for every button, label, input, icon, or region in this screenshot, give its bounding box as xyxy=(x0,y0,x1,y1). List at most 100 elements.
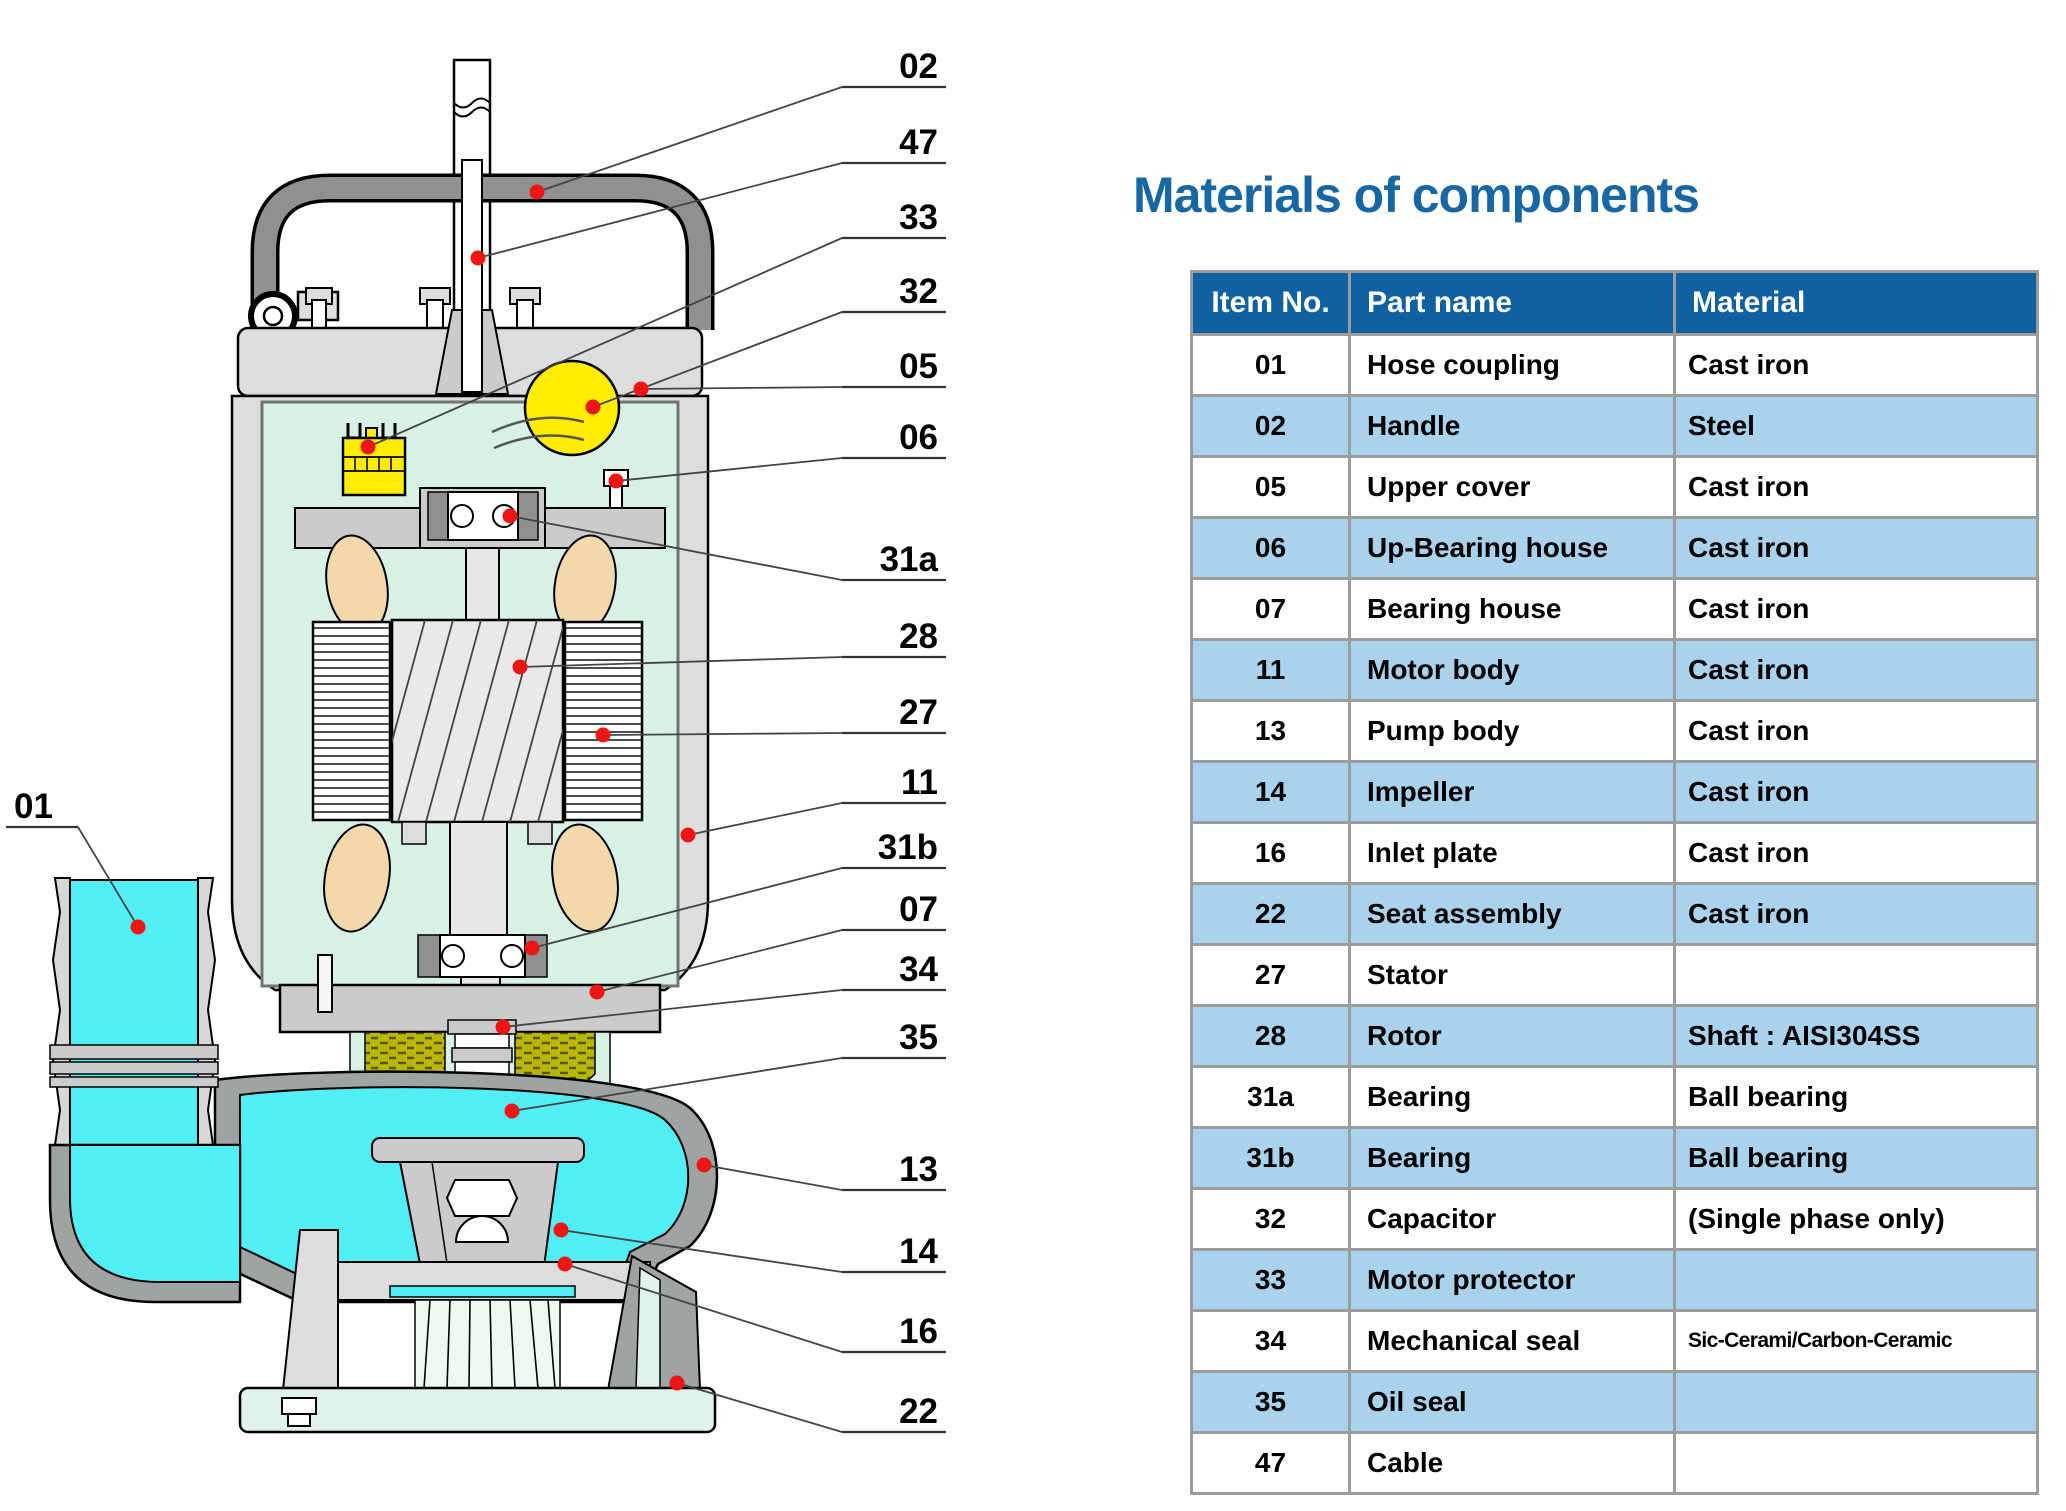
hose-coupling-shape xyxy=(48,877,242,1304)
callout-dot xyxy=(502,508,518,524)
callout-leader-line xyxy=(77,826,139,928)
callout-31a: 31a xyxy=(502,508,946,582)
cell-part: Hose coupling xyxy=(1348,333,1676,397)
cell-part: Motor protector xyxy=(1348,1248,1676,1312)
cell-part: Upper cover xyxy=(1348,455,1676,519)
cell-material: Ball bearing xyxy=(1673,1065,2039,1129)
callout-31b: 31b xyxy=(524,828,946,956)
cell-part: Rotor xyxy=(1348,1004,1676,1068)
cell-item: 01 xyxy=(1190,333,1351,397)
callout-01: 01 xyxy=(6,787,146,935)
strainer-shape xyxy=(414,1299,561,1389)
cell-item: 11 xyxy=(1190,638,1351,702)
callout-leader-line xyxy=(519,656,843,668)
callout-label: 02 xyxy=(899,47,938,86)
cell-part: Inlet plate xyxy=(1348,821,1676,885)
callout-11: 11 xyxy=(680,763,946,843)
cell-part: Stator xyxy=(1348,943,1676,1007)
cell-item: 47 xyxy=(1190,1431,1351,1495)
cell-item: 34 xyxy=(1190,1309,1351,1373)
callout-label: 33 xyxy=(899,198,938,237)
callout-leader-line xyxy=(560,1229,843,1273)
callout-label: 01 xyxy=(14,787,53,826)
callout-leader-line xyxy=(676,1382,843,1433)
cell-material: Cast iron xyxy=(1673,699,2039,763)
callout-leader-line xyxy=(602,732,843,736)
callout-leader-line xyxy=(703,1164,843,1191)
callout-leader-line xyxy=(511,1057,843,1112)
cell-part: Mechanical seal xyxy=(1348,1309,1676,1373)
callout-dot xyxy=(512,659,528,675)
callout-leader-line xyxy=(596,929,843,993)
callout-leader-line xyxy=(615,457,843,482)
callout-label: 31b xyxy=(878,828,938,867)
callout-dot xyxy=(557,1256,573,1272)
callout-dot xyxy=(680,827,696,843)
callout-33: 33 xyxy=(360,198,946,455)
callout-label: 27 xyxy=(899,693,938,732)
cell-material: (Single phase only) xyxy=(1673,1187,2039,1251)
cell-item: 07 xyxy=(1190,577,1351,641)
callout-dot xyxy=(130,919,146,935)
callout-13: 13 xyxy=(696,1150,946,1192)
cell-part: Pump body xyxy=(1348,699,1676,763)
cell-part: Motor body xyxy=(1348,638,1676,702)
cell-item: 27 xyxy=(1190,943,1351,1007)
callout-dot xyxy=(495,1019,511,1035)
callout-label: 14 xyxy=(899,1232,938,1271)
callout-16: 16 xyxy=(557,1256,946,1354)
cell-part: Handle xyxy=(1348,394,1676,458)
callout-label: 35 xyxy=(899,1018,938,1057)
cell-material xyxy=(1673,1370,2039,1434)
callout-27: 27 xyxy=(595,693,946,743)
callout-dot xyxy=(608,473,624,489)
callout-label: 13 xyxy=(899,1150,938,1189)
cell-item: 31a xyxy=(1190,1065,1351,1129)
cell-material xyxy=(1673,1431,2039,1495)
callout-14: 14 xyxy=(553,1222,946,1274)
callout-label: 28 xyxy=(899,617,938,656)
callout-dot xyxy=(633,381,649,397)
callout-28: 28 xyxy=(512,617,946,675)
cell-item: 22 xyxy=(1190,882,1351,946)
callout-label: 34 xyxy=(899,950,938,989)
callout-dot xyxy=(589,984,605,1000)
cell-material: Cast iron xyxy=(1673,333,2039,397)
cell-material: Ball bearing xyxy=(1673,1126,2039,1190)
callout-32: 32 xyxy=(585,272,946,415)
page-title: Materials of components xyxy=(1133,167,1700,223)
callout-dot xyxy=(529,184,545,200)
callout-47: 47 xyxy=(470,123,946,266)
cell-material: Cast iron xyxy=(1673,760,2039,824)
inlet-plate-shape xyxy=(304,1261,651,1301)
cell-part: Oil seal xyxy=(1348,1370,1676,1434)
capacitor-shape xyxy=(491,359,621,457)
cell-item: 02 xyxy=(1190,394,1351,458)
cell-item: 05 xyxy=(1190,455,1351,519)
callout-label: 22 xyxy=(899,1392,938,1431)
callout-dot xyxy=(696,1157,712,1173)
callout-dot xyxy=(360,439,376,455)
cell-item: 33 xyxy=(1190,1248,1351,1312)
cell-material: Cast iron xyxy=(1673,455,2039,519)
callout-22: 22 xyxy=(669,1375,946,1434)
cell-part: Seat assembly xyxy=(1348,882,1676,946)
callout-label: 05 xyxy=(899,347,938,386)
